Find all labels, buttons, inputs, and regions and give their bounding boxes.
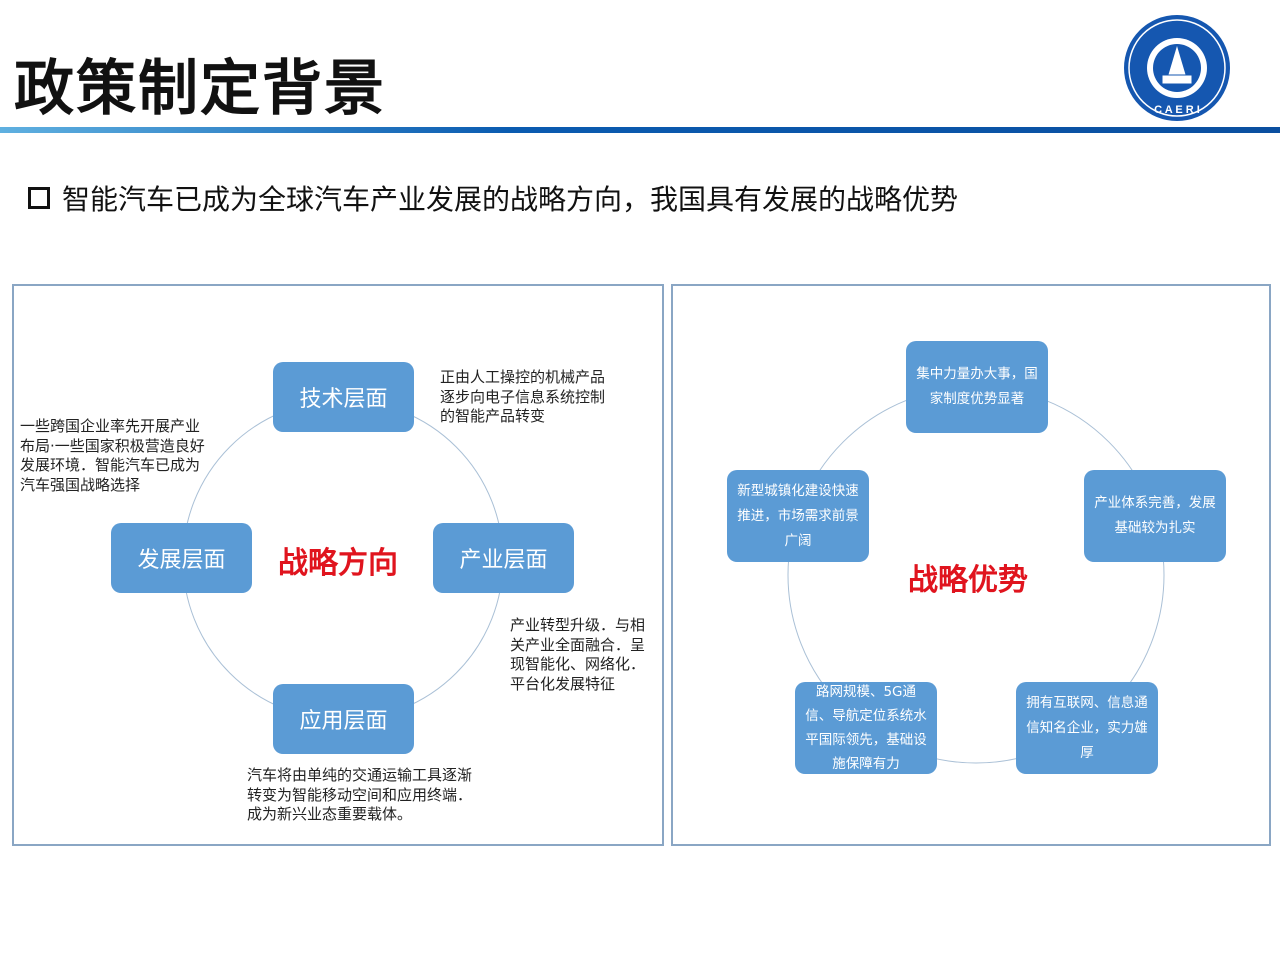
node-infrastructure: 路网规模、5G通信、导航定位系统水平国际领先，基础设施保障有力 bbox=[795, 682, 937, 774]
note-development: 一些跨国企业率先开展产业布局·一些国家积极营造良好发展环境．智能汽车已成为汽车强… bbox=[20, 417, 205, 494]
node-internet-firms: 拥有互联网、信息通信知名企业，实力雄厚 bbox=[1016, 682, 1158, 774]
bullet-heading: 智能汽车已成为全球汽车产业发展的战略方向，我国具有发展的战略优势 bbox=[28, 178, 958, 218]
caeri-logo: C A E R I bbox=[1124, 15, 1230, 121]
node-system-advantage: 集中力量办大事，国家制度优势显著 bbox=[906, 341, 1048, 433]
node-application: 应用层面 bbox=[273, 684, 414, 754]
strategy-advantage-panel bbox=[671, 284, 1271, 846]
note-industry: 产业转型升级．与相关产业全面融合．呈现智能化、网络化．平台化发展特征 bbox=[510, 616, 646, 693]
node-technology: 技术层面 bbox=[273, 362, 414, 432]
center-label-direction: 战略方向 bbox=[278, 546, 398, 581]
svg-text:C A E R I: C A E R I bbox=[1154, 104, 1200, 116]
strategy-direction-panel bbox=[12, 284, 664, 846]
header-divider bbox=[0, 127, 1280, 133]
bullet-text: 智能汽车已成为全球汽车产业发展的战略方向，我国具有发展的战略优势 bbox=[62, 183, 959, 216]
node-development: 发展层面 bbox=[111, 523, 252, 593]
note-technology: 正由人工操控的机械产品逐步向电子信息系统控制的智能产品转变 bbox=[440, 368, 606, 425]
node-urbanization: 新型城镇化建设快速推进，市场需求前景广阔 bbox=[727, 470, 869, 562]
note-application: 汽车将由单纯的交通运输工具逐渐转变为智能移动空间和应用终端．成为新兴业态重要载体… bbox=[247, 766, 473, 823]
center-label-advantage: 战略优势 bbox=[908, 563, 1028, 598]
node-industry: 产业层面 bbox=[433, 523, 574, 593]
page-title: 政策制定背景 bbox=[14, 54, 386, 124]
node-industry-base: 产业体系完善，发展基础较为扎实 bbox=[1084, 470, 1226, 562]
square-bullet-icon bbox=[28, 187, 50, 209]
